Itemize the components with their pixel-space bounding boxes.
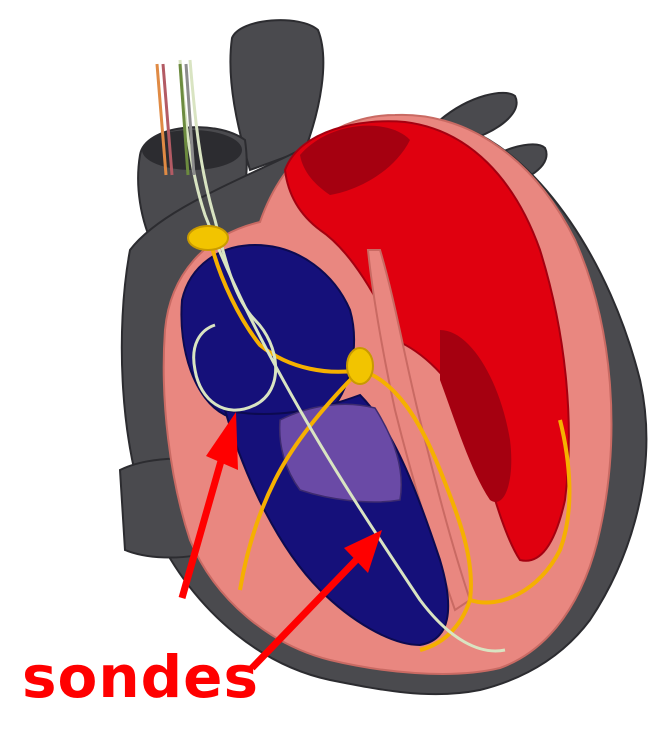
label-sondes: sondes (22, 648, 259, 706)
sa-node-icon (188, 226, 228, 250)
av-node-icon (347, 348, 373, 384)
